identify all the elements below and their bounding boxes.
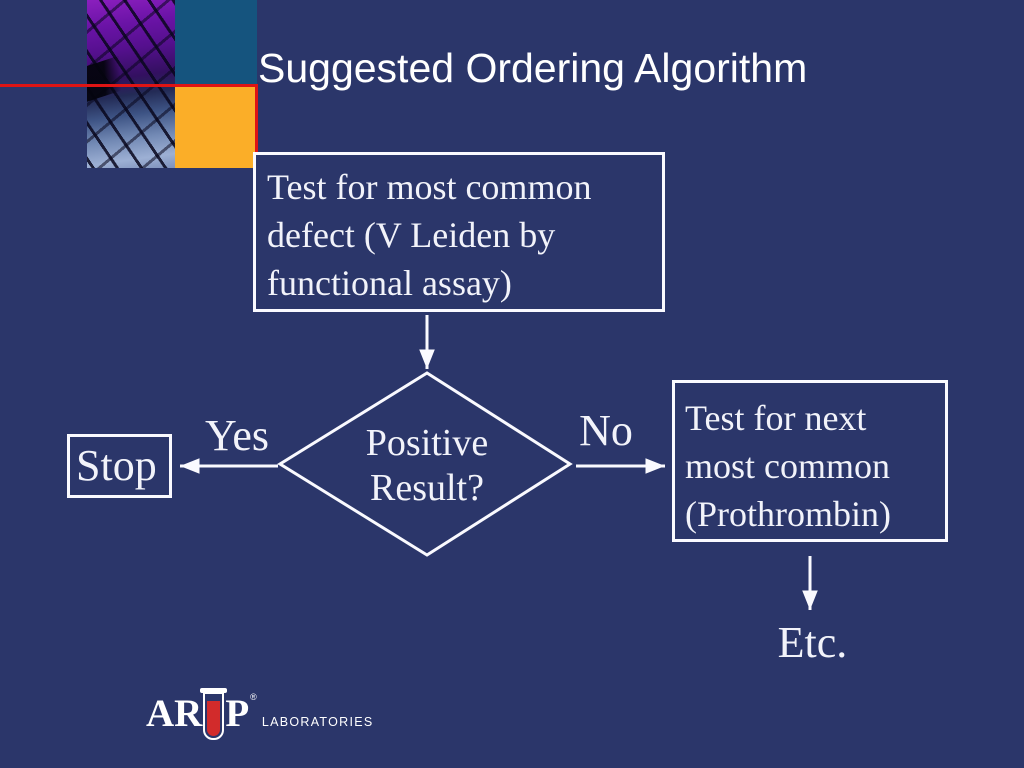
next-test-box: Test for next most common (Prothrombin) <box>672 380 948 542</box>
start-test-box: Test for most common defect (V Leiden by… <box>253 152 665 312</box>
logo-text-p: P <box>225 692 250 735</box>
next-test-box-line: (Prothrombin) <box>685 494 891 534</box>
red-accent-line-horizontal <box>0 84 257 87</box>
decision-line: Positive <box>365 422 489 464</box>
test-tube-glass <box>203 692 225 740</box>
next-test-box-line: most common <box>685 446 890 486</box>
registered-trademark-icon: ® <box>250 692 257 702</box>
logo-text-ar: AR <box>146 692 203 735</box>
start-test-box-line: Test for most common <box>267 167 592 207</box>
next-test-box-line: Test for next <box>685 398 867 438</box>
arup-logo: AR P® LABORATORIES <box>146 688 374 740</box>
stop-box-label: Stop <box>76 441 157 490</box>
logo-subtext: LABORATORIES <box>261 715 374 729</box>
test-tube-lip <box>200 688 228 693</box>
stop-box: Stop <box>67 434 172 498</box>
etc-label: Etc. <box>777 618 848 667</box>
test-tube-blood <box>207 701 221 736</box>
red-accent-line-vertical <box>255 84 258 152</box>
start-test-box-line: functional assay) <box>267 263 512 303</box>
decision-diamond-outline <box>277 371 573 557</box>
test-tube-icon <box>200 688 228 740</box>
decision-line: Result? <box>370 467 484 509</box>
no-branch-label: No <box>579 406 633 455</box>
start-test-box-line: defect (V Leiden by <box>267 215 556 255</box>
orange-square <box>175 85 256 168</box>
yes-branch-label: Yes <box>204 411 270 460</box>
teal-square <box>175 0 257 85</box>
decision-diamond-label: Positive Result? <box>317 421 537 511</box>
slide-title: Suggested Ordering Algorithm <box>258 45 808 91</box>
